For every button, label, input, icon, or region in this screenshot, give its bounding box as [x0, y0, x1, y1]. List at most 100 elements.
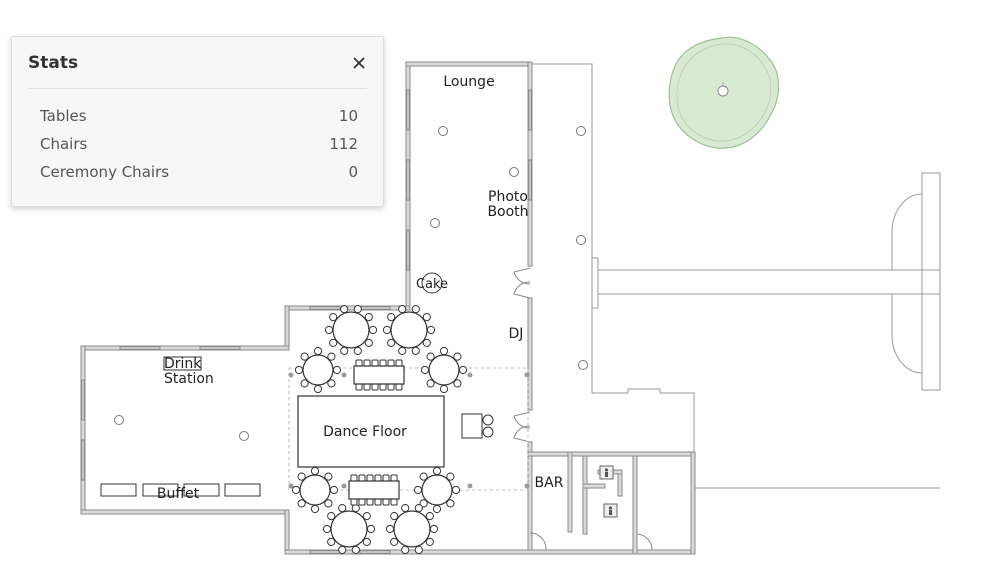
chair[interactable]	[297, 472, 306, 481]
chair[interactable]	[358, 474, 366, 482]
round-table[interactable]	[385, 504, 439, 555]
light-fixtures[interactable]	[114, 126, 588, 441]
chair[interactable]	[300, 352, 309, 361]
round-table[interactable]	[322, 504, 376, 555]
chair[interactable]	[439, 384, 449, 394]
chair[interactable]	[439, 346, 449, 356]
table-top[interactable]	[393, 510, 431, 548]
cake-table[interactable]	[421, 272, 443, 294]
chair[interactable]	[324, 325, 334, 335]
chair[interactable]	[414, 545, 423, 555]
chair[interactable]	[294, 365, 304, 375]
close-icon[interactable]	[350, 54, 368, 72]
chair[interactable]	[395, 383, 403, 391]
table-top[interactable]	[390, 311, 428, 349]
chair[interactable]	[419, 472, 428, 481]
chair[interactable]	[390, 498, 398, 506]
chair[interactable]	[340, 346, 349, 355]
table-top[interactable]	[299, 474, 331, 506]
chair[interactable]	[291, 485, 301, 495]
chair[interactable]	[382, 474, 390, 482]
chair[interactable]	[310, 466, 320, 476]
chair[interactable]	[355, 359, 363, 367]
chair[interactable]	[411, 305, 420, 314]
chair[interactable]	[422, 313, 431, 322]
banquet-table[interactable]	[353, 359, 405, 391]
chair[interactable]	[419, 499, 428, 508]
chair[interactable]	[351, 504, 360, 513]
chair[interactable]	[426, 325, 436, 335]
chair[interactable]	[458, 365, 468, 375]
table-top[interactable]	[428, 354, 460, 386]
chair[interactable]	[327, 379, 336, 388]
chair[interactable]	[368, 325, 378, 335]
chair[interactable]	[313, 384, 323, 394]
chair[interactable]	[355, 383, 363, 391]
chair[interactable]	[395, 359, 403, 367]
chair[interactable]	[366, 498, 374, 506]
chair[interactable]	[310, 504, 320, 514]
chair[interactable]	[425, 537, 434, 547]
chair[interactable]	[414, 504, 423, 513]
chair[interactable]	[300, 379, 309, 388]
chair[interactable]	[297, 499, 306, 508]
chair[interactable]	[364, 338, 373, 347]
buffet-tables[interactable]	[100, 483, 261, 497]
chair[interactable]	[446, 499, 455, 508]
rect-tables[interactable]	[348, 359, 405, 506]
round-table[interactable]	[291, 466, 339, 514]
chair[interactable]	[451, 485, 461, 495]
drink-station-table[interactable]	[163, 356, 202, 371]
chair[interactable]	[322, 524, 332, 534]
chair[interactable]	[324, 472, 333, 481]
chair[interactable]	[379, 359, 387, 367]
table-top[interactable]	[302, 354, 334, 386]
chair[interactable]	[398, 346, 407, 355]
chair[interactable]	[453, 352, 462, 361]
table-top[interactable]	[348, 480, 400, 500]
chair[interactable]	[432, 504, 442, 514]
chair[interactable]	[411, 346, 420, 355]
chair[interactable]	[340, 305, 349, 314]
chair[interactable]	[429, 524, 439, 534]
chair[interactable]	[425, 512, 434, 521]
chair[interactable]	[422, 338, 431, 347]
tree-icon[interactable]	[668, 36, 780, 149]
round-table[interactable]	[294, 346, 342, 394]
chair[interactable]	[362, 537, 371, 547]
chair[interactable]	[364, 313, 373, 322]
chair[interactable]	[453, 379, 462, 388]
table-top[interactable]	[330, 510, 368, 548]
chair[interactable]	[332, 365, 342, 375]
chair[interactable]	[366, 474, 374, 482]
chair[interactable]	[327, 512, 336, 521]
chair[interactable]	[432, 466, 442, 476]
chair[interactable]	[390, 474, 398, 482]
chair[interactable]	[420, 365, 430, 375]
round-table[interactable]	[324, 305, 378, 355]
chair[interactable]	[387, 338, 396, 347]
table-top[interactable]	[421, 474, 453, 506]
round-tables[interactable]	[291, 305, 468, 555]
chair[interactable]	[324, 499, 333, 508]
table-top[interactable]	[332, 311, 370, 349]
banquet-table[interactable]	[348, 474, 400, 506]
chair[interactable]	[401, 504, 410, 513]
chair[interactable]	[413, 485, 423, 495]
chair[interactable]	[366, 524, 376, 534]
chair[interactable]	[374, 474, 382, 482]
chair[interactable]	[363, 359, 371, 367]
round-table[interactable]	[420, 346, 468, 394]
chair[interactable]	[329, 485, 339, 495]
chair[interactable]	[371, 383, 379, 391]
chair[interactable]	[363, 383, 371, 391]
chair[interactable]	[446, 472, 455, 481]
chair[interactable]	[351, 545, 360, 555]
table-top[interactable]	[353, 365, 405, 385]
chair[interactable]	[358, 498, 366, 506]
chair[interactable]	[401, 545, 410, 555]
chair[interactable]	[382, 498, 390, 506]
chair[interactable]	[313, 346, 323, 356]
chair[interactable]	[390, 537, 399, 547]
